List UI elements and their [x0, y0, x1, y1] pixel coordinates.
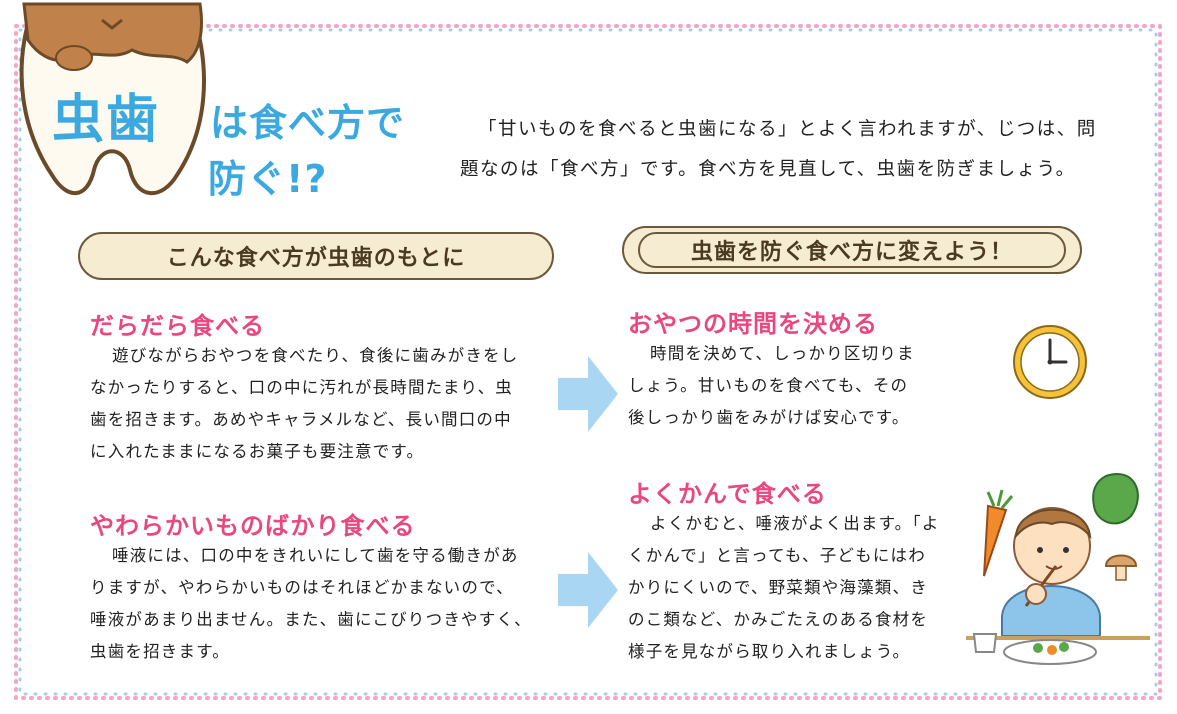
decorative-dotted-border: [14, 24, 1162, 700]
arrow-right-icon: [558, 552, 618, 628]
causes-header-pill: こんな食べ方が虫歯のもとに: [78, 232, 554, 280]
body-line: 時間を決めて、しっかり区切りま: [650, 344, 915, 363]
intro-text: 「甘いものを食べると虫歯になる」とよく言われますが、じつは、問 題なのは「食べ方…: [460, 110, 1160, 190]
body-line: 唾液があまり出ません。また、歯にこびりつきやすく、: [90, 610, 532, 629]
body-line: りますが、やわらかいものはそれほどかまないので、: [90, 578, 514, 597]
body-line: 唾液には、口の中をきれいにして歯を守る働きがあ: [112, 546, 519, 565]
clock-icon: [1013, 325, 1087, 399]
child-eating-illustration: [966, 473, 1150, 665]
section-heading: だらだら食べる: [90, 312, 265, 340]
prevention-header-pill: 虫歯を防ぐ食べ方に変えよう！: [622, 226, 1082, 274]
title-subtitle-line1: は食べ方で: [210, 101, 406, 145]
body-line: 遊びながらおやつを食べたり、食後に歯みがきをし: [112, 346, 519, 365]
section-body: 唾液には、口の中をきれいにして歯を守る働きがあ りますが、やわらかいものはそれほ…: [90, 540, 560, 668]
title-main: 虫歯: [52, 90, 161, 150]
body-line: なかったりすると、口の中に汚れが長時間たまり、虫: [90, 378, 513, 397]
body-line: よくかむと、唾液がよく出ます。「よ: [650, 514, 940, 533]
body-line: に入れたままになるお菓子も要注意です。: [90, 442, 425, 461]
tooth-icon: [19, 2, 206, 196]
body-line: かりにくいので、野菜類や海藻類、き: [628, 578, 928, 597]
arrow-right-icon: [558, 356, 618, 432]
section-body: 遊びながらおやつを食べたり、食後に歯みがきをし なかったりすると、口の中に汚れが…: [90, 340, 560, 468]
section-body: よくかむと、唾液がよく出ます。「よ くかんで」と言っても、子どもにはわ かりにく…: [628, 508, 968, 668]
body-line: のこ類など、かみごたえのある食材を: [628, 610, 929, 629]
intro-line: 題なのは「食べ方」です。食べ方を見直して、虫歯を防ぎましょう。: [460, 159, 1076, 180]
body-line: 後しっかり歯をみがけば安心です。: [628, 408, 910, 427]
body-line: 虫歯を招きます。: [90, 642, 230, 661]
body-line: 様子を見ながら取り入れましょう。: [628, 642, 911, 661]
section-heading: おやつの時間を決める: [628, 310, 878, 338]
body-line: 歯を招きます。あめやキャラメルなど、長い間口の中: [90, 410, 512, 429]
section-heading: よくかんで食べる: [628, 480, 827, 508]
body-line: しょう。甘いものを食べても、その: [628, 376, 909, 395]
intro-line: 「甘いものを食べると虫歯になる」とよく言われますが、じつは、問: [478, 119, 1097, 140]
section-heading: やわらかいものばかり食べる: [90, 512, 416, 540]
title-subtitle-line2: 防ぐ!?: [208, 157, 328, 201]
body-line: くかんで」と言っても、子どもにはわ: [628, 546, 926, 565]
section-body: 時間を決めて、しっかり区切りま しょう。甘いものを食べても、その 後しっかり歯を…: [628, 338, 988, 434]
